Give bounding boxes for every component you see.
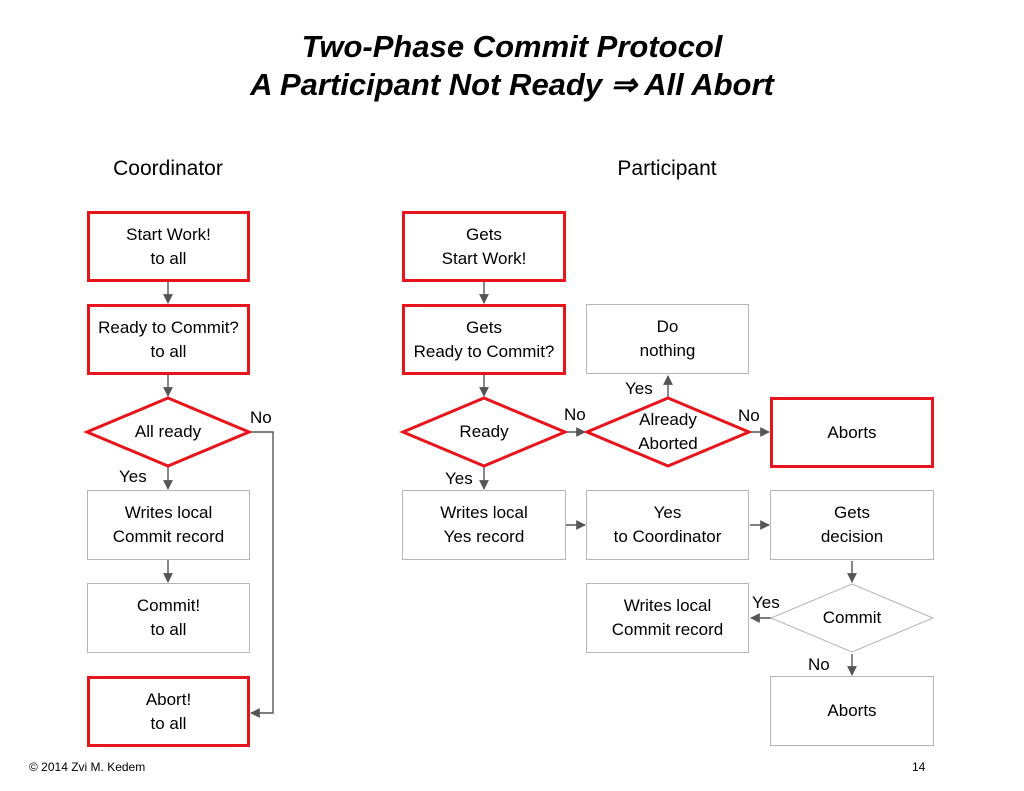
start-work-line-2: to all xyxy=(150,248,187,268)
commit-yes-label: Yes xyxy=(752,593,780,612)
already-aborted-diamond xyxy=(583,396,753,468)
gets-decision-line-1: Gets xyxy=(834,503,870,522)
ready-diamond xyxy=(399,396,569,468)
start-work-box: Start Work! to all xyxy=(87,211,250,282)
abort-all-line-1: Abort! xyxy=(145,689,192,709)
commit-label: Commit xyxy=(822,608,882,627)
commit-diamond xyxy=(769,583,935,653)
aborts-bottom-label: Aborts xyxy=(827,701,877,720)
all-ready-yes-label: Yes xyxy=(119,467,147,486)
do-nothing-line-2: nothing xyxy=(639,341,696,360)
gets-start-line-1: Gets xyxy=(466,224,502,244)
title-line-1: Two-Phase Commit Protocol xyxy=(301,29,723,64)
gets-ready-line-2: Ready to Commit? xyxy=(413,341,555,361)
gets-ready-line-1: Gets xyxy=(466,317,502,337)
all-ready-label: All ready xyxy=(134,422,202,441)
do-nothing-line-1: Do xyxy=(656,317,679,336)
commit-all-box: Commit! to all xyxy=(87,583,250,653)
coord-writes-commit-line-1: Writes local xyxy=(124,503,213,522)
coord-writes-commit-line-2: Commit record xyxy=(112,527,225,546)
part-writes-commit-line-2: Commit record xyxy=(611,620,724,639)
already-yes-label: Yes xyxy=(625,379,653,398)
do-nothing-box: Do nothing xyxy=(586,304,749,374)
title-line-2: A Participant Not Ready ⇒ All Abort xyxy=(250,67,774,102)
ready-yes-label: Yes xyxy=(445,469,473,488)
ready-to-commit-box: Ready to Commit? to all xyxy=(87,304,250,375)
yes-coordinator-line-2: to Coordinator xyxy=(613,527,722,546)
aborts-top-box: Aborts xyxy=(770,397,934,468)
start-work-line-1: Start Work! xyxy=(126,224,211,244)
all-ready-diamond xyxy=(83,396,253,468)
page-number: 14 xyxy=(912,760,926,774)
ready-no-label: No xyxy=(564,405,586,424)
commit-all-line-2: to all xyxy=(150,620,187,639)
already-aborted-label: Already Aborted xyxy=(598,408,738,456)
already-aborted-line-2: Aborted xyxy=(638,434,698,453)
aborts-top-label: Aborts xyxy=(827,422,877,442)
ready-to-commit-line-1: Ready to Commit? xyxy=(98,317,239,337)
already-no-label: No xyxy=(738,406,760,425)
participant-heading: Participant xyxy=(617,157,717,180)
part-writes-commit-line-1: Writes local xyxy=(623,596,712,615)
yes-coordinator-line-1: Yes xyxy=(653,503,682,522)
abort-all-line-2: to all xyxy=(150,713,187,733)
copyright-footer: © 2014 Zvi M. Kedem xyxy=(29,760,146,774)
gets-start-line-2: Start Work! xyxy=(441,248,527,268)
commit-all-line-1: Commit! xyxy=(136,596,201,615)
gets-decision-line-2: decision xyxy=(820,527,884,546)
aborts-bottom-box: Aborts xyxy=(770,676,934,746)
already-aborted-line-1: Already xyxy=(639,410,697,429)
ready-label: Ready xyxy=(459,422,509,441)
ready-to-commit-line-2: to all xyxy=(150,341,187,361)
edge-allready-no xyxy=(249,431,274,718)
gets-decision-box: Gets decision xyxy=(770,490,934,560)
writes-yes-line-2: Yes record xyxy=(443,527,525,546)
yes-coordinator-box: Yes to Coordinator xyxy=(586,490,749,560)
abort-all-box: Abort! to all xyxy=(87,676,250,747)
commit-no-label: No xyxy=(808,655,830,674)
all-ready-no-label: No xyxy=(250,408,272,427)
coordinator-heading: Coordinator xyxy=(113,157,223,180)
writes-yes-line-1: Writes local xyxy=(440,503,528,522)
